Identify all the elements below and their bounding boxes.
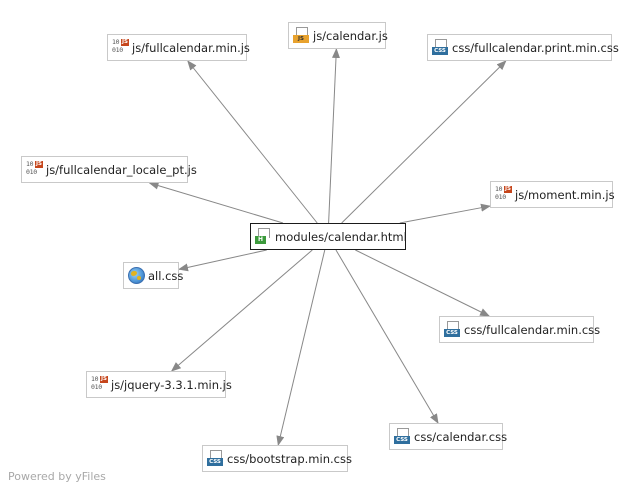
node-label: css/calendar.css: [414, 429, 508, 444]
edge-to-js-jquery-3-3-1-min-js: [170, 249, 313, 372]
node-label: js/moment.min.js: [515, 187, 615, 202]
edge-to-css-calendar-css: [335, 249, 439, 424]
js-file-icon: JS: [293, 27, 310, 44]
css-file-icon: CSS: [207, 450, 224, 467]
node-css-fullcalendar-min-css[interactable]: CSS css/fullcalendar.min.css: [439, 316, 600, 343]
node-label: js/fullcalendar.min.js: [132, 40, 250, 55]
edge-to-all-css: [178, 249, 267, 272]
globe-icon: [128, 267, 145, 284]
html-file-icon: H: [255, 228, 272, 245]
node-label: js/calendar.js: [313, 28, 388, 43]
node-label: css/fullcalendar.print.min.css: [452, 40, 619, 55]
edge-to-js-moment-min-js: [399, 203, 491, 224]
node-modules-calendar-html[interactable]: H modules/calendar.html: [250, 223, 407, 250]
node-label: modules/calendar.html: [275, 229, 407, 244]
node-css-bootstrap-min-css[interactable]: CSS css/bootstrap.min.css: [202, 445, 352, 472]
css-file-icon: CSS: [444, 321, 461, 338]
node-all-css[interactable]: all.css: [123, 262, 183, 289]
node-label: js/fullcalendar_locale_pt.js: [46, 162, 197, 177]
node-js-calendar-js[interactable]: JS js/calendar.js: [288, 22, 388, 49]
watermark: Powered by yFiles: [8, 470, 106, 483]
node-css-fullcalendar-print-min-css[interactable]: CSS css/fullcalendar.print.min.css: [427, 34, 619, 61]
edge-to-css-fullcalendar-print-min-css: [341, 60, 507, 224]
node-css-calendar-css[interactable]: CSS css/calendar.css: [389, 423, 507, 450]
css-file-icon: CSS: [394, 428, 411, 445]
edge-to-js-calendar-js: [328, 48, 340, 224]
node-label: css/fullcalendar.min.css: [464, 322, 601, 337]
node-label: all.css: [148, 268, 184, 283]
node-label: js/jquery-3.3.1.min.js: [111, 377, 232, 392]
node-label: css/bootstrap.min.css: [227, 451, 352, 466]
edge-to-css-bootstrap-min-css: [276, 249, 326, 446]
edge-to-js-fullcalendar-locale-pt-js: [148, 181, 284, 224]
css-file-icon: CSS: [432, 39, 449, 56]
edge-to-js-fullcalendar-min-js: [187, 60, 318, 224]
edge-to-css-fullcalendar-min-css: [355, 249, 491, 317]
